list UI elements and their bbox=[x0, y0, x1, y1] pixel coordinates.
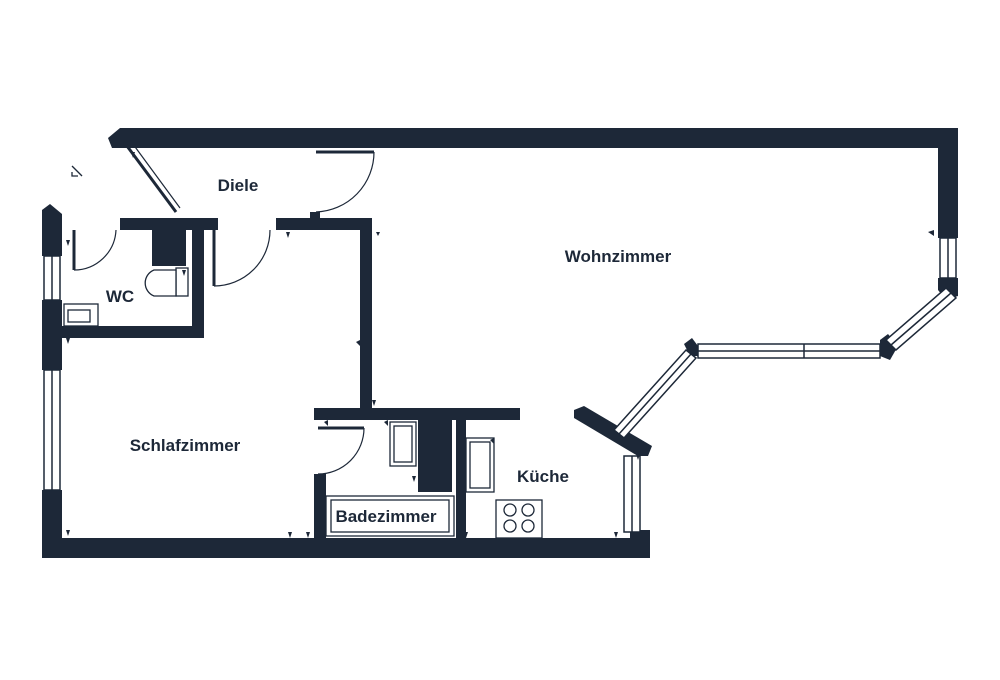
room-label-diele: Diele bbox=[218, 176, 259, 195]
shower-icon bbox=[389, 421, 417, 467]
bathtub-icon bbox=[325, 495, 455, 537]
room-label-schlafzimmer: Schlafzimmer bbox=[130, 436, 241, 455]
wall-diele-bottom-b bbox=[276, 218, 372, 230]
room-label-wohnzimmer: Wohnzimmer bbox=[565, 247, 672, 266]
wall-left-mid bbox=[42, 300, 62, 370]
wc-door-swing bbox=[73, 229, 117, 271]
fixtures bbox=[63, 165, 543, 539]
room-label-wc: WC bbox=[106, 287, 134, 306]
stove-icon bbox=[495, 499, 543, 539]
doors bbox=[72, 139, 375, 475]
wall-top bbox=[108, 128, 958, 148]
wall-bay-end bbox=[880, 334, 898, 360]
wall-wc-bottom bbox=[62, 326, 204, 338]
windows bbox=[43, 237, 958, 533]
entrance-arrow-icon bbox=[71, 165, 83, 177]
wall-left-top bbox=[42, 204, 62, 256]
wall-bath-right bbox=[456, 420, 466, 538]
room-labels: Diele Wohnzimmer WC Schlafzimmer Badezim… bbox=[106, 176, 672, 526]
wall-kitchen-angle bbox=[574, 406, 652, 456]
dimension-ticks bbox=[66, 152, 934, 538]
wall-bath-left bbox=[314, 408, 326, 418]
wall-bath-top bbox=[314, 408, 520, 420]
sink-icon bbox=[63, 303, 99, 327]
bath-door-swing bbox=[317, 427, 365, 475]
bedroom-door-swing bbox=[213, 229, 271, 287]
toilet-icon bbox=[144, 267, 189, 297]
wall-bottom bbox=[42, 538, 650, 558]
wall-bay-left-end bbox=[684, 338, 698, 356]
wall-wc-right bbox=[192, 218, 204, 336]
wall-bath-left-low bbox=[314, 474, 326, 558]
wall-bedroom-right bbox=[360, 218, 372, 408]
walls bbox=[42, 128, 958, 558]
wall-wc-block bbox=[152, 218, 186, 266]
wall-shaft bbox=[418, 420, 452, 492]
room-label-kueche: Küche bbox=[517, 467, 569, 486]
wall-left-bottom bbox=[42, 490, 62, 558]
room-label-badezimmer: Badezimmer bbox=[335, 507, 436, 526]
wall-right-upper bbox=[938, 128, 958, 238]
wohnzimmer-door-swing bbox=[315, 151, 375, 213]
kitchen-sink-icon bbox=[465, 437, 495, 493]
wall-door-stub bbox=[310, 212, 320, 222]
